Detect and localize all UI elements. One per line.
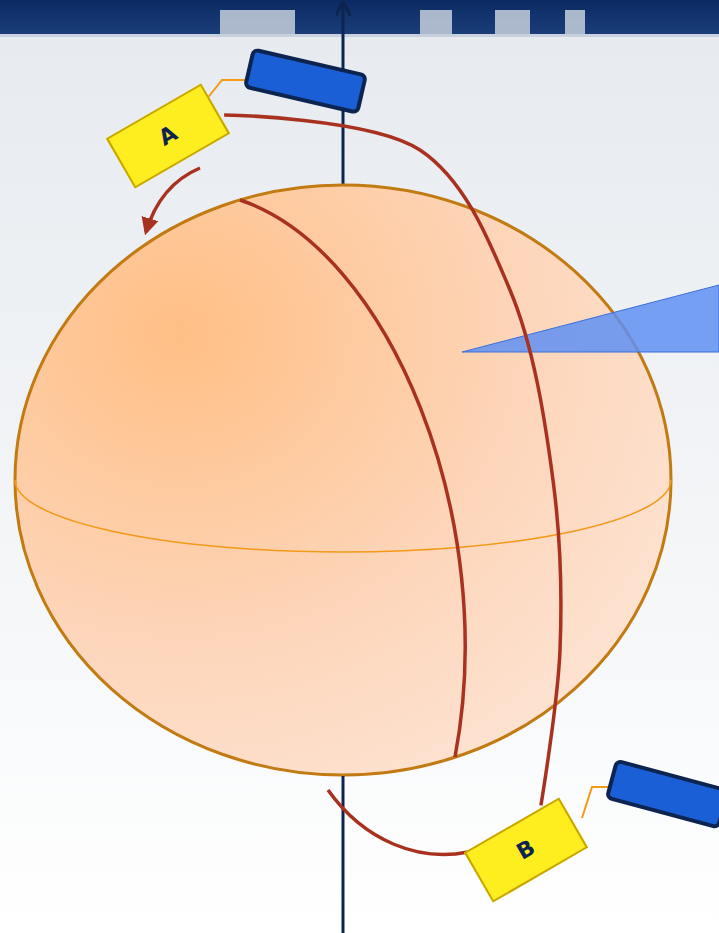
header-bar <box>0 0 719 36</box>
orbit-line <box>224 115 561 805</box>
spacecraft-label: B <box>513 836 539 863</box>
spacecraft-label: A <box>155 122 181 150</box>
view-cone <box>462 285 719 352</box>
header-tile <box>495 10 530 36</box>
spacecraft-box: B <box>464 797 588 902</box>
sphere <box>15 185 671 775</box>
header-tile <box>565 10 585 36</box>
instrument-box <box>607 761 719 827</box>
field-line <box>240 200 465 757</box>
equator-line <box>15 480 671 552</box>
header-tile <box>420 10 452 36</box>
spacecraft-box: A <box>106 83 230 188</box>
header-tile <box>220 10 295 36</box>
instrument-box <box>245 50 366 113</box>
rotation-axis <box>342 776 345 933</box>
instrument-link <box>206 80 250 100</box>
header-rule <box>0 34 719 37</box>
motion-arrow <box>146 168 200 232</box>
field-line <box>328 790 468 854</box>
